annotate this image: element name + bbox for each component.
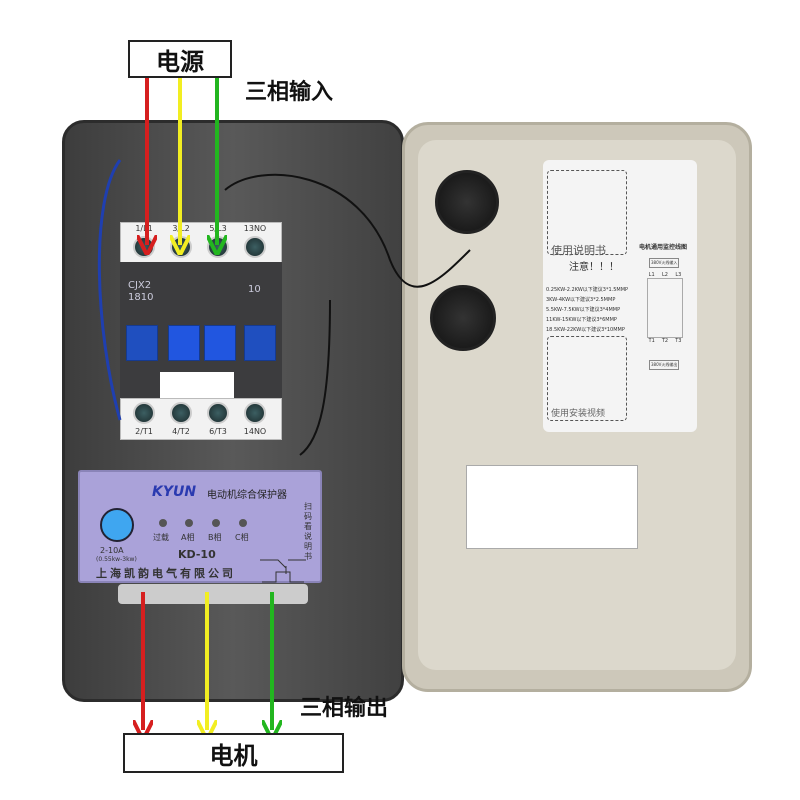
current-adjust-dial[interactable] <box>100 508 134 542</box>
motor-protector-panel: KYUN 电动机综合保护器 2-10A (0.55kw-3kw) 过载 A相 B… <box>78 470 322 583</box>
contactor-button[interactable] <box>168 325 200 361</box>
diagram-out-label: 380V火线输出 <box>649 360 680 370</box>
lid-window <box>466 465 638 549</box>
diagram-out-terms: T1 T2 T3 <box>645 338 685 344</box>
manual-line: 11KW-15KW以下建议3*6MMP <box>546 317 617 323</box>
manual-notice: 注意！！！ <box>569 262 619 273</box>
contactor-rating: 1810 <box>128 292 154 303</box>
contactor-aux: 10 <box>248 284 261 295</box>
lid-knob-bottom <box>430 285 496 351</box>
protector-model: KD-10 <box>178 548 216 561</box>
qr-placeholder-bottom <box>547 336 627 421</box>
contactor-body: CJX2 1810 10 <box>120 262 282 400</box>
term: L3 <box>675 272 682 278</box>
motor-label: 电机 <box>123 733 344 773</box>
instruction-card: 使用说明书 注意！！！ 0.25KW-2.2KW以下建议3*1.5MMP 3KW… <box>543 160 697 432</box>
brand-logo: KYUN <box>152 484 197 500</box>
screw <box>207 402 229 424</box>
indicator-label: B相 <box>208 533 222 542</box>
three-phase-output-label: 三相输出 <box>300 696 389 721</box>
contactor-model: CJX2 <box>128 280 152 291</box>
diagram-in-terms: L1 L2 L3 <box>645 272 685 278</box>
led-c <box>239 519 247 527</box>
blue-wire <box>97 159 122 421</box>
output-terminals <box>118 584 308 604</box>
contactor-window <box>244 325 276 361</box>
term: T3 <box>675 338 682 344</box>
terminal-label: 4/T2 <box>172 427 190 436</box>
indicator-label: C相 <box>235 533 249 542</box>
screw <box>170 402 192 424</box>
screw <box>133 402 155 424</box>
manual-line: 5.5KW-7.5KW以下建议3*4MMP <box>546 307 621 313</box>
manual-line: 3KW-4KW以下建议3*2.5MMP <box>546 297 616 303</box>
terminal-label: 6/T3 <box>209 427 227 436</box>
manual-video: 使用安装视频 <box>551 409 606 419</box>
term: L1 <box>648 272 655 278</box>
scan-hint: 扫码看说明书 <box>304 502 312 561</box>
terminal-label: 1/L1 <box>135 224 153 233</box>
diagram-in-label: 380V火线输入 <box>649 258 680 268</box>
lid-knob-top <box>435 170 499 234</box>
terminal-label: 13NO <box>243 224 267 233</box>
term: T1 <box>648 338 655 344</box>
contactor-label-blank <box>160 372 234 398</box>
term: T2 <box>661 338 669 344</box>
manual-line: 0.25KW-2.2KW以下建议3*1.5MMP <box>546 287 629 293</box>
manual-title: 使用说明书 <box>551 244 606 257</box>
screw <box>244 402 266 424</box>
indicator-label: 过载 <box>153 533 169 542</box>
term: L2 <box>662 272 668 278</box>
manual-line: 18.5KW-22KW以下建议3*10MMP <box>546 327 625 333</box>
led-a <box>185 519 193 527</box>
terminal-label: 2/T1 <box>135 427 153 436</box>
power-range: (0.55kw-3kw) <box>96 556 137 563</box>
led-overload <box>159 519 167 527</box>
black-wire <box>299 299 331 456</box>
screw <box>244 236 266 258</box>
qr-placeholder-top <box>547 170 627 255</box>
contactor-button[interactable] <box>204 325 236 361</box>
manufacturer: 上海凯韵电气有限公司 <box>96 567 236 580</box>
three-phase-input-label: 三相输入 <box>245 80 334 105</box>
diagram-title: 电机通用监控线图 <box>639 244 688 251</box>
power-source-label: 电源 <box>128 40 232 78</box>
contactor-window <box>126 325 158 361</box>
protector-title: 电动机综合保护器 <box>207 490 287 501</box>
terminal-label: 14NO <box>243 427 267 436</box>
black-wire <box>224 173 471 288</box>
diagram-body <box>647 278 683 338</box>
led-b <box>212 519 220 527</box>
indicator-label: A相 <box>181 533 195 542</box>
current-range: 2-10A <box>100 546 124 555</box>
relay-symbol-icon <box>260 559 306 583</box>
